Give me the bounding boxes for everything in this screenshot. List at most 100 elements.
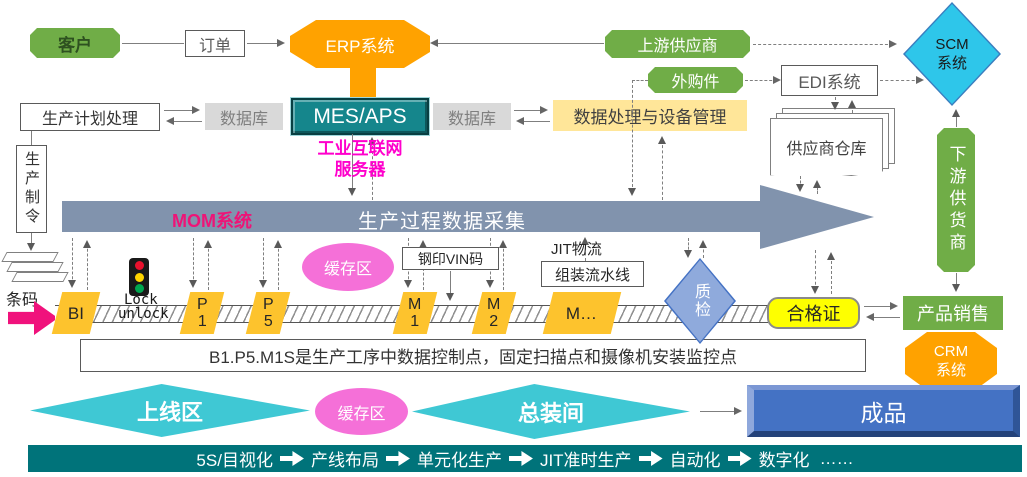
station-p5-l2: 5 xyxy=(263,313,273,330)
dashed-arrow-edi-scm xyxy=(880,76,924,84)
station-m1: M 1 xyxy=(392,292,438,334)
buffer-mid-label: 缓存区 xyxy=(323,261,372,278)
purchased-parts-node: 外购件 xyxy=(648,67,743,93)
assembly-line-label: 组装流水线 xyxy=(554,266,630,284)
station-p5-l1: P xyxy=(262,296,274,313)
barcode-sheet-2 xyxy=(6,262,64,272)
barcode-label: 条码 xyxy=(6,292,39,309)
station-m2-l1: M xyxy=(487,296,501,313)
crm-label-2: 系统 xyxy=(935,362,966,379)
product-sales-node: 产品销售 xyxy=(903,296,1003,330)
arrow-db-mgmt xyxy=(514,106,548,114)
note-strip: B1.P5.M1S是生产工序中数据控制点，固定扫描点和摄像机安装监控点 xyxy=(80,339,866,372)
station-bi: BI xyxy=(51,292,101,334)
mes-aps-node: MES/APS xyxy=(291,98,429,135)
qc-label: 质检 xyxy=(692,283,709,319)
dashed-arrow-band-mes xyxy=(368,137,376,200)
note-text: B1.P5.M1S是生产工序中数据控制点，固定扫描点和摄像机安装监控点 xyxy=(209,348,737,367)
arrow-planning-db xyxy=(164,106,200,114)
station-p1-l2: 1 xyxy=(197,313,207,330)
erp-mes-connector xyxy=(350,62,376,102)
line-customer-order xyxy=(122,43,184,44)
station-p1: P 1 xyxy=(179,292,225,334)
dashed-arrow-upstream-scm xyxy=(753,40,897,48)
dashed-arrow-purchased-edi xyxy=(745,76,781,84)
dashed-arrow-edi-warehouse xyxy=(831,97,839,110)
dashed-arrow-m2-band xyxy=(499,240,507,290)
bar-arrow-icon xyxy=(727,451,752,466)
station-p5: P 5 xyxy=(245,292,291,334)
station-m1-l1: M xyxy=(408,296,422,313)
iiot-server-label: 工业互联网 服务器 xyxy=(295,138,425,180)
dashed-arrow-qc-band xyxy=(699,240,707,258)
certificate-node: 合格证 xyxy=(767,297,860,329)
customer-node: 客户 xyxy=(30,28,120,58)
purchased-parts-label: 外购件 xyxy=(671,74,720,91)
arrow-db-planning xyxy=(166,117,202,125)
mom-label: MOM系统 xyxy=(172,211,252,231)
arrow-mes-band xyxy=(348,134,356,196)
upstream-supplier-label: 上游供应商 xyxy=(637,38,718,55)
dashed-arrow-warehouse-edi xyxy=(848,100,856,113)
online-area-label: 上线区 xyxy=(136,399,203,425)
traffic-light-icon xyxy=(129,258,149,296)
certificate-label: 合格证 xyxy=(786,304,841,324)
finished-product-node: 成品 xyxy=(747,385,1020,437)
dashed-arrow-assembly-band xyxy=(581,237,589,261)
barcode-sheet-1 xyxy=(1,252,59,262)
data-equipment-mgmt-node: 数据处理与设备管理 xyxy=(553,100,747,131)
assembly-shop-label: 总装间 xyxy=(517,400,584,426)
data-collection-band-head xyxy=(760,185,874,249)
assembly-line-node: 组装流水线 xyxy=(541,261,644,287)
dashed-arrow-p5-band xyxy=(274,240,282,290)
jit-label: JIT物流 xyxy=(551,241,602,258)
dashed-arrow-band-bi xyxy=(68,238,76,288)
mes-aps-label: MES/APS xyxy=(313,104,407,128)
production-planning-label: 生产计划处理 xyxy=(41,111,138,128)
erp-label: ERP系统 xyxy=(325,36,395,56)
dashed-arrow-warehouse-band xyxy=(796,176,804,192)
order-label: 订单 xyxy=(198,37,231,55)
database-left-node: 数据库 xyxy=(205,103,283,130)
station-m2: M 2 xyxy=(471,292,517,334)
bar-item-layout: 产线布局 xyxy=(310,451,379,470)
scm-label-2: 系统 xyxy=(936,55,967,72)
buffer-bottom-node: 缓存区 xyxy=(315,388,408,435)
arrow-downstream-scm xyxy=(952,109,960,127)
database-right-label: 数据库 xyxy=(447,110,496,128)
vin-label: 钢印VIN码 xyxy=(417,250,484,267)
station-mx-label: M… xyxy=(566,303,598,323)
improvement-bar: 5S/目视化 产线布局 单元化生产 JIT准时生产 自动化 数字化 …… xyxy=(28,445,1022,472)
iiot-line2: 服务器 xyxy=(334,160,386,179)
qc-node: 质检 xyxy=(664,258,736,344)
crm-node: CRM 系统 xyxy=(905,332,997,390)
buffer-bottom-label: 缓存区 xyxy=(337,405,386,423)
bar-item-cell: 单元化生产 xyxy=(416,451,502,470)
customer-label: 客户 xyxy=(58,35,92,55)
production-order-label: 生产制令 xyxy=(23,151,40,227)
dashed-arrow-band-warehouse xyxy=(813,180,821,194)
collection-label: 生产过程数据采集 xyxy=(358,211,526,233)
downstream-supplier-node: 下游供货商 xyxy=(937,128,975,272)
line-planning-order xyxy=(31,131,32,145)
traffic-red xyxy=(134,260,144,270)
database-right-node: 数据库 xyxy=(433,103,511,130)
arrow-vin-line xyxy=(446,271,454,301)
assembly-shop-node: 总装间 xyxy=(412,384,690,439)
warehouse-sheet-front: 供应商仓库 xyxy=(770,118,883,176)
arrow-order-barcode xyxy=(27,233,35,251)
scm-label-1: SCM xyxy=(935,36,969,53)
vin-node: 钢印VIN码 xyxy=(402,247,499,270)
lock-label: Lock xyxy=(124,292,158,308)
traffic-green xyxy=(134,284,144,294)
arrow-order-erp xyxy=(247,39,285,47)
iiot-line1: 工业互联网 xyxy=(317,139,403,158)
production-order-node: 生产制令 xyxy=(16,145,47,233)
dashed-elbow-purchased xyxy=(632,80,648,81)
bar-arrow-icon xyxy=(638,451,663,466)
online-area-node: 上线区 xyxy=(30,384,310,437)
arrow-cert-sales xyxy=(864,302,898,310)
bar-arrow-icon xyxy=(508,451,533,466)
database-left-label: 数据库 xyxy=(219,110,268,128)
